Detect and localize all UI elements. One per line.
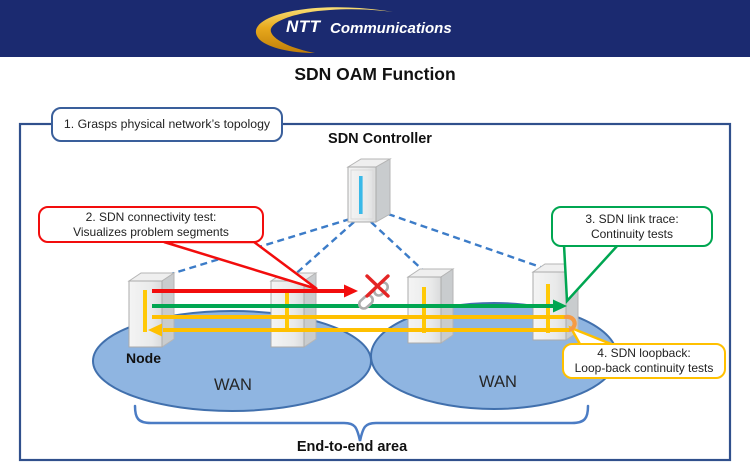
callout-topology-text: 1. Grasps physical network’s topology — [63, 116, 271, 131]
link-trace-arrow — [152, 299, 567, 313]
connectivity-test-arrow — [152, 284, 358, 298]
loopback-arrow — [148, 314, 577, 337]
node2-stripe — [285, 290, 289, 332]
control-link-node4 — [387, 212, 553, 273]
page-title: SDN OAM Function — [294, 64, 456, 84]
node1-stripe — [143, 290, 147, 332]
callout-connectivity-line2: Visualizes problem segments — [73, 224, 229, 239]
wan-left-label: WAN — [214, 376, 252, 394]
wan-right-label: WAN — [479, 373, 517, 391]
control-link-node3 — [370, 221, 428, 275]
end-to-end-area-label: End-to-end area — [296, 439, 408, 455]
logo-text-ntt: NTT — [286, 17, 321, 36]
yellow-arrowhead — [148, 323, 162, 337]
callout2-tail — [163, 240, 318, 291]
sdn-controller-label: SDN Controller — [328, 131, 432, 147]
node4-stripe — [546, 284, 550, 333]
callout-loopback-line2: Loop-back continuity tests — [574, 361, 714, 375]
broken-link-icon — [357, 274, 390, 310]
brand-header-bar: NTT Communications — [0, 0, 750, 57]
green-arrowhead — [553, 299, 567, 313]
sdn-controller-icon — [346, 158, 392, 223]
callout3-tail — [562, 243, 621, 305]
callout-connectivity-test: 2. SDN connectivity test: Visualizes pro… — [38, 206, 264, 243]
callout-connectivity-line1: 2. SDN connectivity test: — [85, 209, 217, 224]
node3-stripe — [422, 287, 426, 333]
end-to-end-brace — [133, 404, 590, 442]
callout-link-trace-line1: 3. SDN link trace: — [585, 211, 679, 226]
diagram-frame — [18, 122, 732, 462]
node-label: Node — [126, 350, 161, 366]
logo-text-communications: Communications — [330, 20, 452, 37]
callout-loopback: 4. SDN loopback: Loop-back continuity te… — [562, 343, 726, 379]
chain-link-1 — [357, 294, 375, 310]
red-arrowhead — [344, 284, 358, 298]
callout-topology: 1. Grasps physical network’s topology — [51, 107, 283, 142]
broken-x-stroke-2 — [365, 274, 390, 298]
callout-link-trace-line2: Continuity tests — [590, 226, 674, 241]
controller-led-stripe — [359, 176, 363, 214]
loopback-uturn-icon — [563, 314, 577, 333]
callout-link-trace: 3. SDN link trace: Continuity tests — [551, 206, 713, 247]
node1-icon — [127, 272, 176, 348]
callout-loopback-line1: 4. SDN loopback: — [597, 346, 691, 360]
ntt-communications-logo: NTT Communications — [253, 2, 453, 55]
control-link-node2 — [290, 221, 355, 279]
